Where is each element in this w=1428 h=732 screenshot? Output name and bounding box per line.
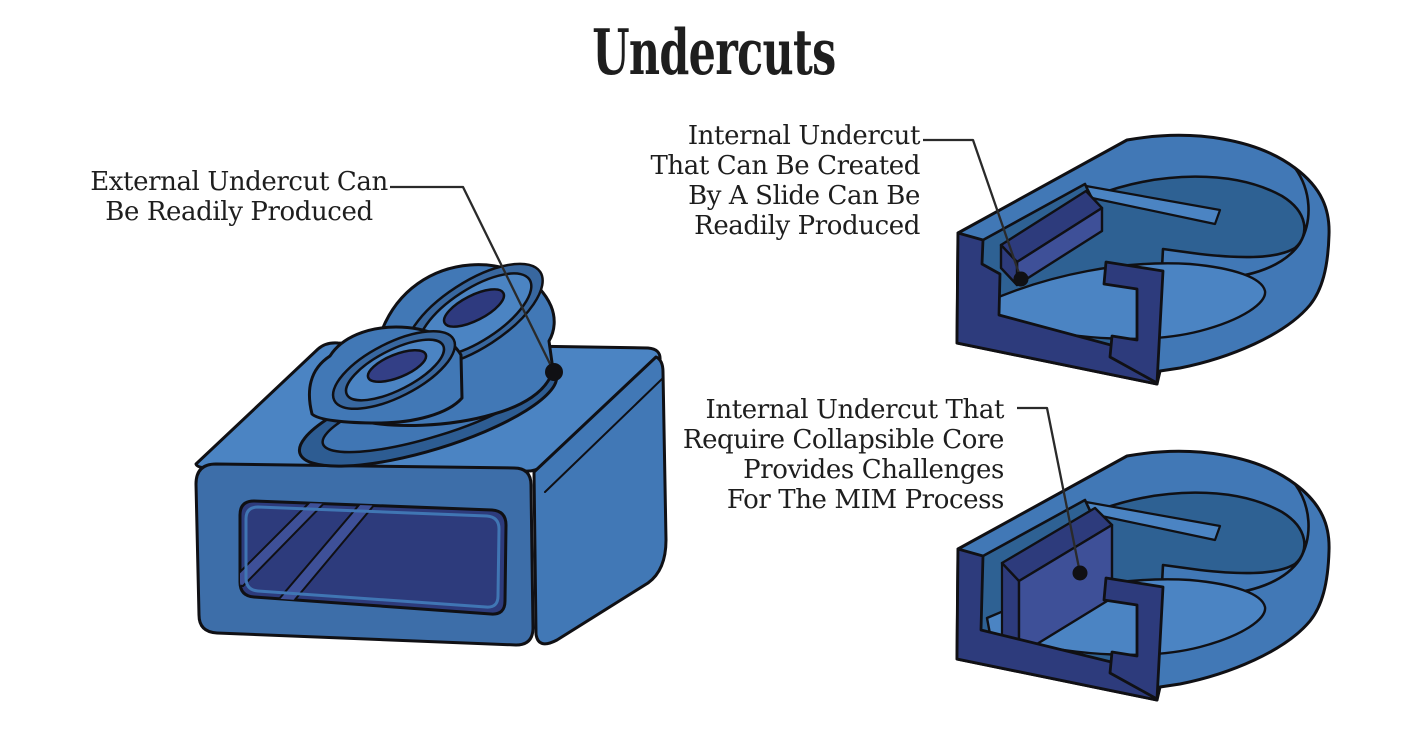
cut-face-right [1102, 260, 1165, 385]
label-internal-undercut-slide: Internal Undercut That Can Be Created By… [520, 121, 920, 241]
label-line: Provides Challenges [743, 455, 1004, 485]
leader-dot-internal-collapsible [1072, 565, 1088, 581]
label-line: That Can Be Created [650, 151, 920, 181]
page-title: Undercuts [592, 15, 836, 89]
label-line: Be Readily Produced [105, 197, 373, 227]
block-edge-line [544, 377, 664, 493]
internal-slide-part [955, 133, 1331, 386]
label-line: Require Collapsible Core [682, 425, 1005, 455]
leader-internal-collapsible [1017, 406, 1082, 574]
label-line: By A Slide Can Be [688, 181, 920, 211]
internal-collapsible-part [955, 449, 1331, 702]
leader-external [390, 185, 556, 373]
boss-hole [442, 288, 506, 328]
cut-face-right [1102, 576, 1165, 701]
label-line: Internal Undercut That [705, 395, 1005, 425]
cut-face-left [955, 231, 1159, 386]
label-line: For The MIM Process [726, 485, 1004, 515]
label-line: Internal Undercut [687, 121, 921, 151]
title-row: Undercuts [0, 18, 1428, 86]
leader-internal-slide [923, 138, 1023, 280]
boss-step-hole [366, 348, 428, 384]
cavity-stripe [240, 501, 338, 587]
label-line: External Undercut Can [90, 167, 388, 197]
label-line: Readily Produced [694, 211, 920, 241]
cavity-lip [244, 505, 501, 609]
block-right-face [532, 355, 668, 646]
label-internal-undercut-collapsible: Internal Undercut That Require Collapsib… [584, 395, 1005, 515]
leader-dot-internal-slide [1013, 271, 1029, 287]
leader-dot-external [545, 363, 563, 381]
external-undercut-part [194, 262, 668, 647]
label-external-undercut: External Undercut Can Be Readily Produce… [58, 167, 420, 227]
leader-lines [390, 138, 1088, 581]
